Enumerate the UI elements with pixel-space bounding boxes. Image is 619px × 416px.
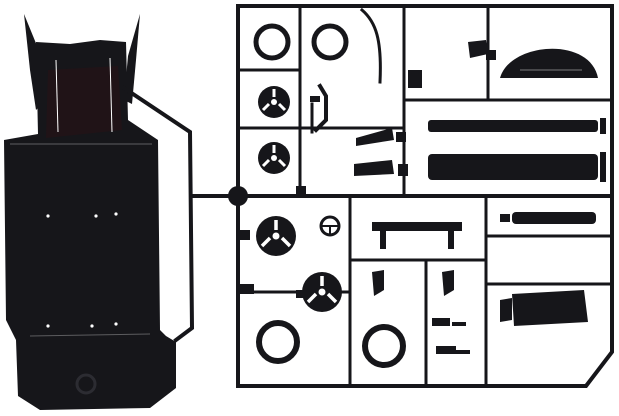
sprue-frame — [236, 4, 614, 388]
small-parts — [234, 40, 606, 354]
wheel-parts — [253, 23, 406, 368]
chassis-floor-pan — [4, 14, 176, 410]
